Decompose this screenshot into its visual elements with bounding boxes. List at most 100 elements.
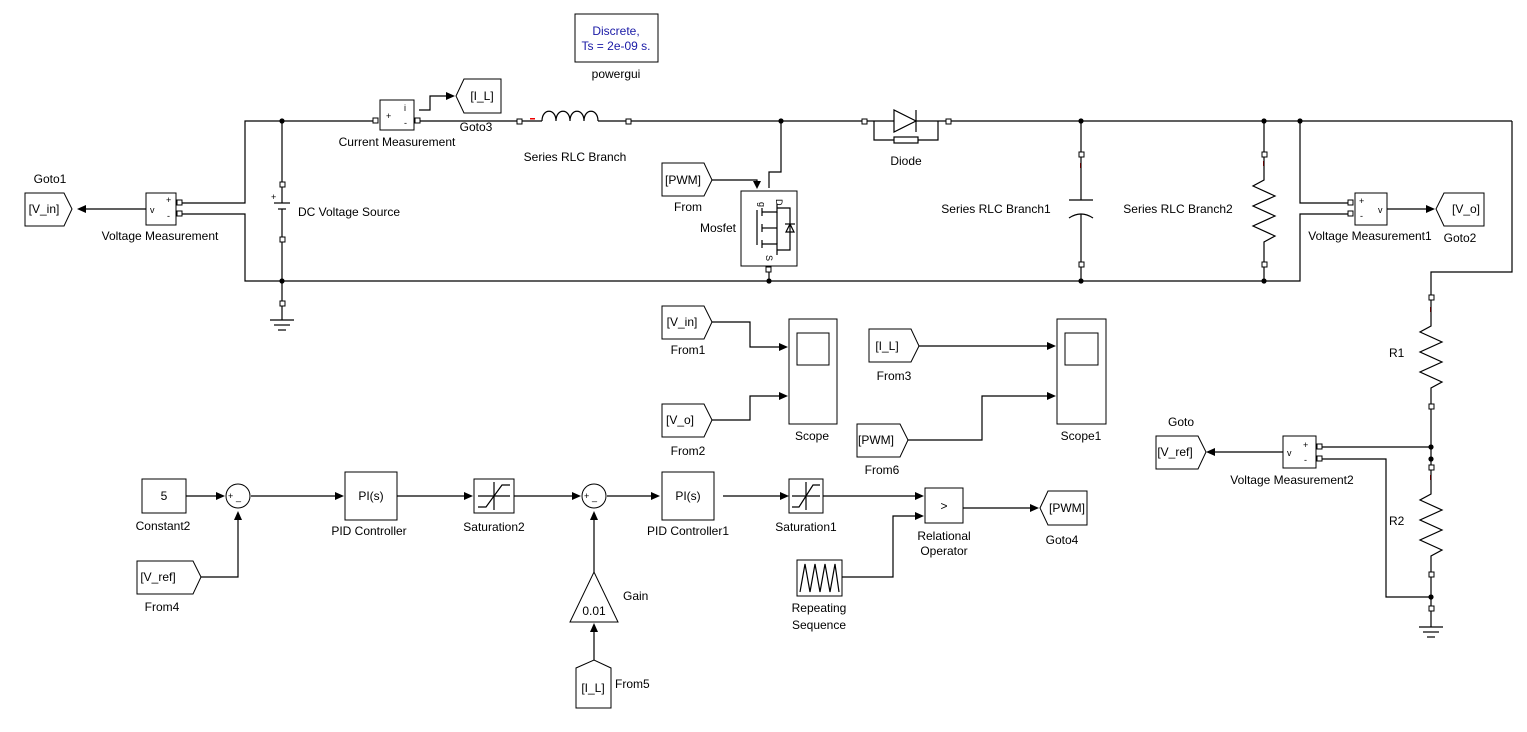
- svg-text:+: +: [1303, 440, 1308, 450]
- dc-voltage-source[interactable]: + DC Voltage Source: [271, 181, 400, 243]
- svg-text:-: -: [167, 211, 170, 221]
- gain-block[interactable]: 0.01 Gain: [569, 570, 648, 623]
- saturation1-block[interactable]: Saturation1: [775, 478, 837, 534]
- goto4-block[interactable]: [PWM] Goto4: [1039, 490, 1088, 547]
- sum2-block[interactable]: + _: [581, 483, 607, 509]
- power-wires: [180, 120, 1513, 608]
- voltage-measurement-label: Voltage Measurement: [102, 229, 219, 243]
- from2-block[interactable]: [V_o] From2: [661, 403, 713, 458]
- from5-label: From5: [615, 677, 650, 691]
- goto2-label: Goto2: [1444, 231, 1477, 245]
- pid1-text: PI(s): [675, 489, 700, 503]
- scope1-block[interactable]: Scope1: [1056, 318, 1107, 443]
- from5-block[interactable]: [I_L] From5: [575, 659, 650, 709]
- current-measurement-label: Current Measurement: [339, 135, 456, 149]
- relational-label1: Relational: [917, 529, 970, 543]
- r1-label: R1: [1389, 346, 1405, 360]
- pid-controller1-block[interactable]: PI(s) PID Controller1: [647, 471, 729, 538]
- inductor-block[interactable]: Series RLC Branch: [516, 110, 632, 164]
- goto-vref-tag: [V_ref]: [1157, 445, 1192, 459]
- saturation2-label: Saturation2: [463, 520, 525, 534]
- svg-text:_: _: [591, 492, 598, 502]
- from3-label: From3: [877, 369, 912, 383]
- load-resistor-block[interactable]: Series RLC Branch2: [1123, 151, 1277, 268]
- goto1-label: Goto1: [34, 172, 67, 186]
- from2-label: From2: [671, 444, 706, 458]
- repeating-label2: Sequence: [792, 618, 846, 632]
- pid-text: PI(s): [358, 489, 383, 503]
- saturation2-block[interactable]: Saturation2: [463, 478, 525, 534]
- repeating-label1: Repeating: [792, 601, 847, 615]
- constant2-value: 5: [161, 489, 168, 503]
- from1-block[interactable]: [V_in] From1: [661, 305, 713, 357]
- gain-label: Gain: [623, 589, 648, 603]
- relational-operator-block[interactable]: > Relational Operator: [917, 487, 971, 558]
- from5-tag: [I_L]: [581, 681, 604, 695]
- scope-block[interactable]: Scope: [788, 318, 838, 443]
- from-pwm-tag: [PWM]: [665, 173, 701, 187]
- inductor-label: Series RLC Branch: [524, 150, 627, 164]
- r2-block[interactable]: R2: [1389, 464, 1444, 578]
- pid-label: PID Controller: [331, 524, 406, 538]
- goto-vref-label: Goto: [1168, 415, 1194, 429]
- svg-text:g: g: [757, 202, 767, 207]
- r2-label: R2: [1389, 514, 1405, 528]
- voltage-measurement1-block[interactable]: + - v Voltage Measurement1: [1308, 192, 1432, 243]
- svg-text:-: -: [404, 118, 407, 128]
- voltage-measurement1-label: Voltage Measurement1: [1308, 229, 1432, 243]
- constant2-block[interactable]: 5 Constant2: [136, 478, 191, 533]
- svg-text:_: _: [235, 492, 242, 502]
- goto2-block[interactable]: [V_o] Goto2: [1435, 192, 1485, 245]
- load-resistor-label: Series RLC Branch2: [1123, 202, 1233, 216]
- mosfet-label: Mosfet: [700, 221, 737, 235]
- diode-block[interactable]: Diode: [861, 109, 952, 168]
- mosfet-block[interactable]: g D S Mosfet: [700, 190, 798, 273]
- from3-tag: [I_L]: [875, 339, 898, 353]
- svg-text:v: v: [1287, 448, 1292, 458]
- voltage-measurement2-label: Voltage Measurement2: [1230, 473, 1354, 487]
- powergui-label: powergui: [592, 67, 641, 81]
- from6-tag: [PWM]: [858, 433, 894, 447]
- ground-1: [270, 300, 294, 331]
- capacitor-block[interactable]: Series RLC Branch1: [941, 151, 1094, 268]
- current-measurement-block[interactable]: + i - Current Measurement: [339, 99, 456, 149]
- svg-text:+: +: [271, 192, 276, 202]
- from4-tag: [V_ref]: [140, 570, 175, 584]
- dc-source-label: DC Voltage Source: [298, 205, 400, 219]
- r1-block[interactable]: R1: [1389, 294, 1444, 410]
- svg-text:-: -: [1360, 211, 1363, 221]
- constant2-label: Constant2: [136, 519, 191, 533]
- sum1-block[interactable]: + _: [225, 483, 251, 509]
- voltage-measurement2-block[interactable]: v + - Voltage Measurement2: [1230, 435, 1354, 487]
- svg-text:-: -: [1304, 455, 1307, 465]
- repeating-sequence-block[interactable]: Repeating Sequence: [792, 559, 847, 632]
- from4-label: From4: [145, 600, 180, 614]
- gain-value: 0.01: [582, 604, 606, 618]
- from3-block[interactable]: [I_L] From3: [868, 328, 920, 383]
- from-pwm-block[interactable]: [PWM] From: [661, 162, 713, 214]
- saturation1-label: Saturation1: [775, 520, 837, 534]
- goto1-block[interactable]: [V_in] Goto1: [24, 172, 73, 227]
- svg-text:S: S: [764, 255, 774, 261]
- goto-vref-block[interactable]: [V_ref] Goto: [1155, 415, 1207, 470]
- pid1-label: PID Controller1: [647, 524, 729, 538]
- svg-text:+: +: [386, 111, 391, 121]
- relational-op: >: [940, 499, 947, 513]
- powergui-block[interactable]: Discrete, Ts = 2e-09 s. powergui: [574, 13, 659, 81]
- scope1-label: Scope1: [1061, 429, 1102, 443]
- from1-label: From1: [671, 343, 706, 357]
- from4-block[interactable]: [V_ref] From4: [136, 560, 202, 614]
- voltage-measurement-block[interactable]: v + - Voltage Measurement: [102, 192, 219, 243]
- goto2-tag: [V_o]: [1452, 202, 1480, 216]
- svg-text:D: D: [774, 199, 784, 206]
- svg-text:v: v: [150, 205, 155, 215]
- from6-block[interactable]: [PWM] From6: [856, 423, 909, 477]
- goto4-tag: [PWM]: [1049, 501, 1085, 515]
- svg-text:+: +: [228, 491, 233, 501]
- pid-controller-block[interactable]: PI(s) PID Controller: [331, 471, 407, 538]
- goto3-block[interactable]: [I_L] Goto3: [455, 78, 502, 134]
- svg-text:+: +: [166, 195, 171, 205]
- from-pwm-label: From: [674, 200, 702, 214]
